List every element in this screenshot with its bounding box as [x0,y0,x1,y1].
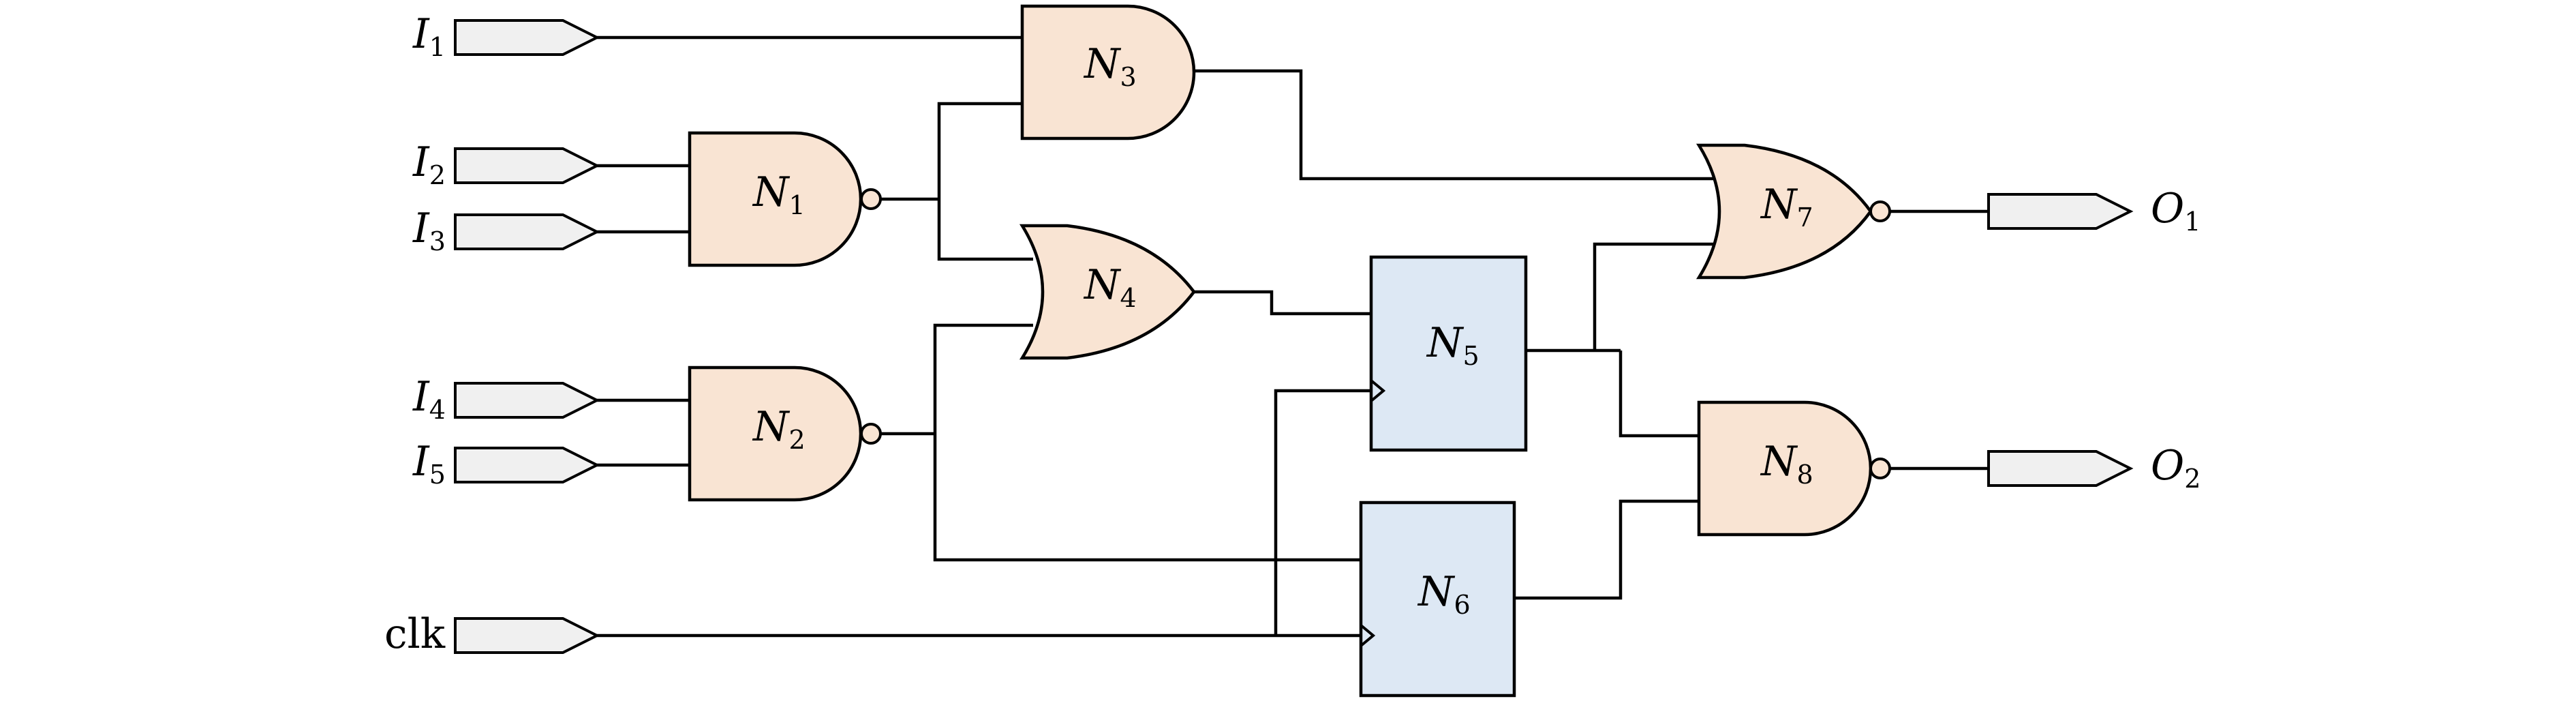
gate-n8-inverter-bubble [1869,458,1891,479]
gate-n7-nor [1696,143,1873,280]
input-port-i2 [454,147,600,184]
label-i1: I1 [412,10,446,62]
wire-n3-to-n7 [1194,69,1717,181]
label-o2: O2 [2151,442,2201,494]
label-i5: I5 [412,438,446,490]
input-port-i3 [454,213,600,250]
wire-n2-to-n4 [933,323,1033,434]
label-n8: N8 [1760,438,1813,490]
label-n3: N3 [1083,40,1137,92]
label-n6: N6 [1417,568,1471,620]
gate-n1-inverter-bubble [860,188,882,210]
flipflop-n5 [1369,255,1528,452]
label-i4: I4 [412,373,446,425]
label-n5: N5 [1426,319,1479,371]
input-port-i4 [454,382,600,419]
wire-n5-to-n8 [1619,350,1699,438]
wire-n2-to-n6 [933,434,1361,562]
wires [597,35,1989,638]
wire-n1-to-n4 [937,199,1033,261]
wire-clk-to-n5 [1274,389,1371,636]
wire-n4-to-n5 [1194,290,1371,316]
input-port-i1 [454,19,600,56]
label-n7: N7 [1760,181,1813,233]
label-i3: I3 [412,205,446,256]
wire-n5-to-n7 [1593,242,1717,350]
gate-n2-inverter-bubble [860,423,882,445]
gate-n7-inverter-bubble [1869,200,1891,222]
label-clk: clk [384,610,446,658]
gates [688,4,1891,537]
output-port-o2 [1987,450,2134,487]
labels: I1 I2 I3 I4 I5 clk O1 O2 N1 N2 N3 [384,10,2201,658]
label-o1: O1 [2151,185,2201,237]
ports [454,19,2134,654]
wire-n1-to-n3 [937,102,1022,199]
wire-n6-to-n8 [1514,499,1699,600]
flipflops [1359,255,1528,698]
output-port-o1 [1987,193,2134,230]
flipflop-n5-clock-marker [1370,379,1386,402]
label-n4: N4 [1083,261,1137,313]
label-i2: I2 [412,138,446,190]
flipflop-n6-clock-marker [1360,624,1376,647]
input-port-i5 [454,447,600,483]
flipflop-n6 [1359,501,1516,698]
gate-n3-and [1020,4,1196,140]
label-n2: N2 [752,403,806,455]
input-port-clk [454,617,600,654]
label-n1: N1 [752,168,806,220]
gate-n4-or [1019,224,1196,360]
